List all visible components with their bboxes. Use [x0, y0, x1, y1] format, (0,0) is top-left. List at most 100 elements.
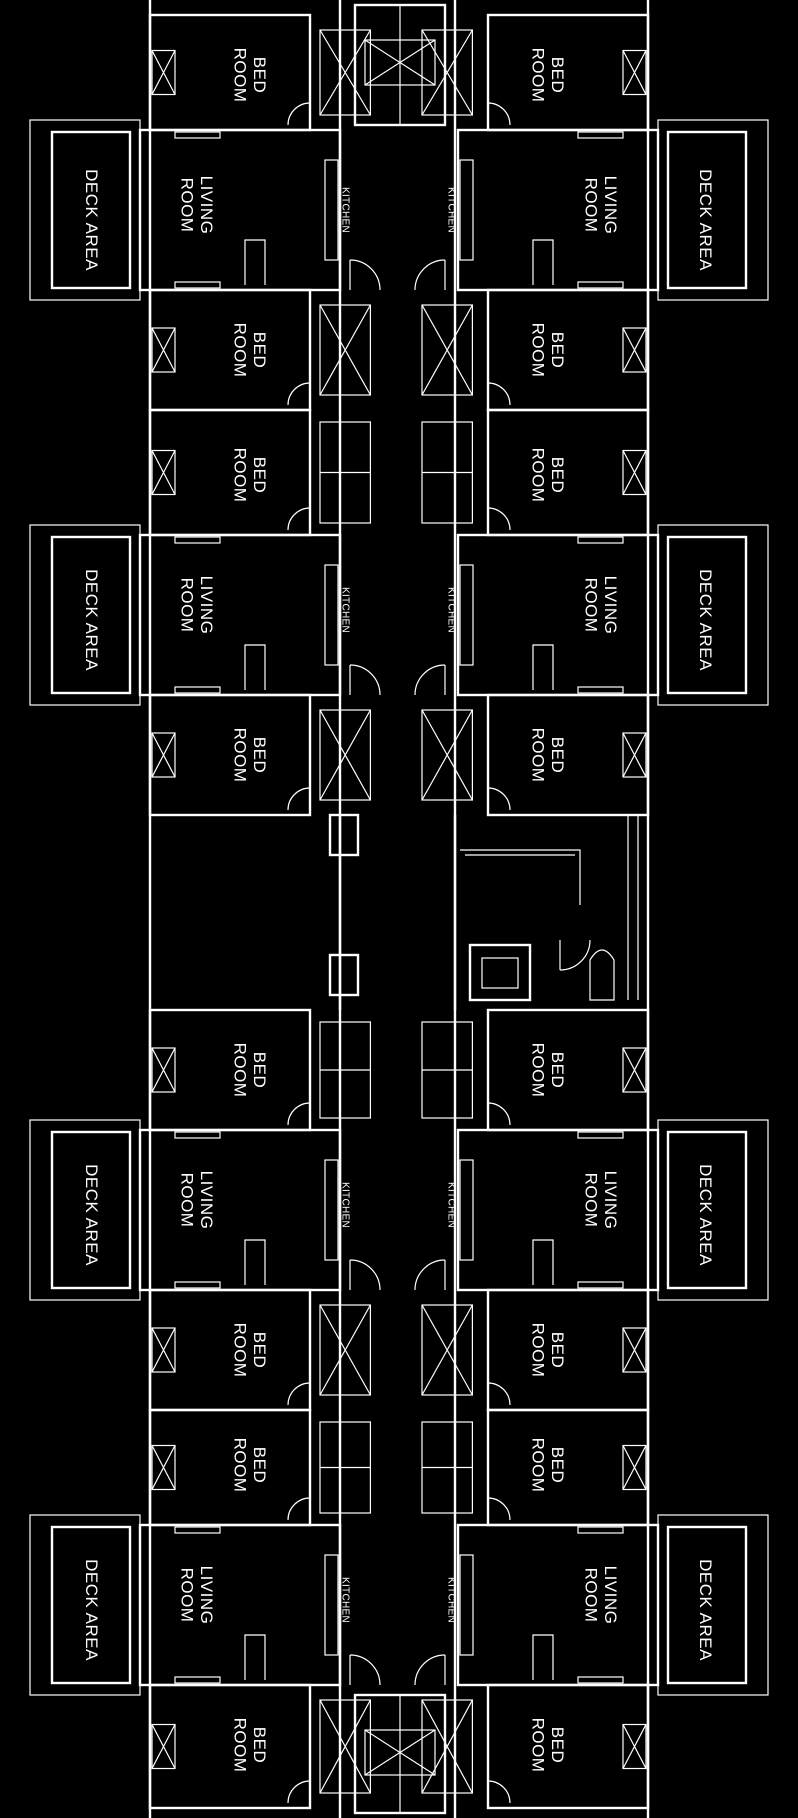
- bedroom-wall: [148, 1408, 312, 1527]
- kitchen-counter: [324, 1554, 339, 1656]
- bedroom-wall: [486, 1683, 650, 1810]
- door-swings: [287, 102, 591, 1804]
- wardrobe-niche: [532, 1239, 554, 1285]
- label-text: LIVING: [197, 1566, 216, 1625]
- shaft-box: [151, 49, 176, 96]
- label-text: LIVING: [601, 576, 620, 635]
- door-arc: [487, 1497, 511, 1521]
- label-text: DECK AREA: [82, 1164, 101, 1266]
- label-text: LIVING: [601, 1566, 620, 1625]
- label-text: KITCHEN: [446, 587, 457, 633]
- label-kitchen: KITCHEN: [446, 587, 457, 633]
- window-sill: [174, 536, 221, 544]
- label-text: BED: [548, 1332, 567, 1368]
- label-text: ROOM: [528, 323, 547, 378]
- label-text: ROOM: [528, 1043, 547, 1098]
- shaft-diagonal: [319, 29, 371, 116]
- window-sill: [577, 131, 624, 139]
- door-arc: [287, 1102, 311, 1126]
- wardrobe-niche: [244, 1634, 266, 1680]
- bedroom-wall: [148, 13, 312, 132]
- kitchen-counter: [324, 159, 339, 261]
- living-room-wall: [456, 128, 660, 292]
- label-text: KITCHEN: [446, 187, 457, 233]
- bedroom-wall: [486, 1008, 650, 1132]
- label-text: BED: [250, 332, 269, 368]
- label-text: ROOM: [581, 178, 600, 233]
- door-arc: [349, 664, 381, 696]
- bedroom-wall: [148, 1008, 312, 1132]
- label-text: BED: [548, 1727, 567, 1763]
- wall-linework: [29, 0, 769, 1818]
- door-arc: [287, 1382, 311, 1406]
- label-text: BED: [250, 457, 269, 493]
- window-sill: [174, 131, 221, 139]
- bedroom-wall: [486, 408, 650, 537]
- wardrobe-niche: [532, 1634, 554, 1680]
- window-sill: [174, 1526, 221, 1534]
- label-text: DECK AREA: [696, 1164, 715, 1266]
- label-text: ROOM: [230, 448, 249, 503]
- label-kitchen: KITCHEN: [446, 1577, 457, 1623]
- living-room-wall: [456, 533, 660, 697]
- shaft-box: [622, 449, 647, 496]
- door-arc: [487, 102, 511, 126]
- label-text: BED: [548, 57, 567, 93]
- label-text: BED: [250, 1727, 269, 1763]
- door-arc: [487, 507, 511, 531]
- label-text: BED: [250, 737, 269, 773]
- label-text: KITCHEN: [340, 587, 351, 633]
- bedroom-wall: [148, 693, 312, 817]
- shaft-box: [622, 1444, 647, 1491]
- shaft-diagonal: [622, 1327, 647, 1373]
- bedroom-wall: [148, 1288, 312, 1412]
- label-text: BED: [548, 737, 567, 773]
- kitchen-counter: [324, 1159, 339, 1261]
- label-text: ROOM: [230, 1323, 249, 1378]
- shaft-diagonal: [421, 1699, 473, 1794]
- bedroom-wall: [486, 288, 650, 412]
- window-sill: [577, 1526, 624, 1534]
- window-sill: [174, 1676, 221, 1684]
- shaft-box: [622, 732, 647, 778]
- shaft-diagonal: [151, 1327, 176, 1373]
- label-text: BED: [548, 457, 567, 493]
- window-sill: [577, 1131, 624, 1139]
- lift-lobby-wall: [328, 813, 360, 857]
- shaft-diagonal: [151, 50, 176, 95]
- service-room-inner: [481, 957, 519, 989]
- shaft-box: [421, 304, 474, 396]
- label-text: DECK AREA: [82, 169, 101, 271]
- label-text: LIVING: [197, 176, 216, 235]
- living-room-wall: [456, 1128, 660, 1292]
- label-text: ROOM: [528, 728, 547, 783]
- label-text: KITCHEN: [340, 187, 351, 233]
- shaft-box: [421, 29, 474, 116]
- shaft-box: [151, 732, 176, 778]
- shaft-box: [421, 1304, 474, 1396]
- label-text: BED: [250, 1052, 269, 1088]
- door-arc: [287, 787, 311, 811]
- label-text: ROOM: [528, 1438, 547, 1493]
- door-arc: [487, 1780, 511, 1804]
- shaft-box: [319, 709, 372, 801]
- label-text: KITCHEN: [446, 1182, 457, 1228]
- window-sill: [174, 1281, 221, 1289]
- door-arc: [287, 102, 311, 126]
- window-sill: [577, 1676, 624, 1684]
- door-arc: [414, 1654, 446, 1686]
- label-kitchen: KITCHEN: [340, 587, 351, 633]
- wardrobe-niche: [532, 239, 554, 285]
- shaft-box: [622, 49, 647, 96]
- service-duct: [589, 949, 615, 1001]
- shaft-box: [622, 1327, 647, 1373]
